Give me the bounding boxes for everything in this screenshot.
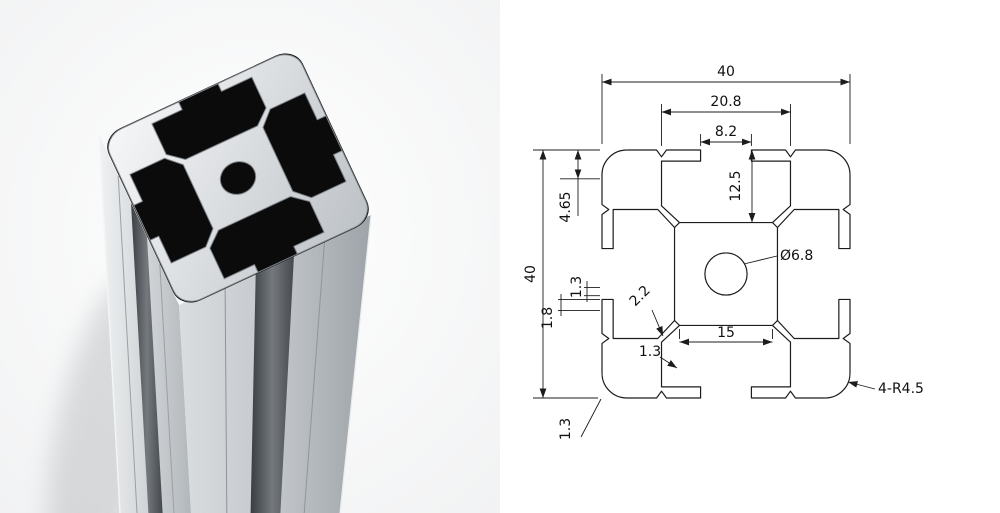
- dim-slot-opening: 8.2: [700, 124, 752, 146]
- dim-top-width-label: 40: [717, 64, 735, 80]
- dim-bottom-wall-label: 1.3: [558, 418, 574, 440]
- extrusion-left-face: [98, 134, 191, 513]
- dim-center-hole-label: Ø6.8: [780, 248, 813, 264]
- dim-lip-band-label: 4.65: [558, 191, 574, 222]
- dim-web-thickness-label: 2.2: [627, 283, 654, 310]
- groove-line: [303, 236, 326, 513]
- dim-wall-a-label: 1.3: [569, 276, 585, 298]
- t-slot-groove: [131, 203, 163, 513]
- dim-slot-depth: 12.5: [728, 150, 770, 223]
- dim-web-thickness: 2.2: [627, 283, 664, 337]
- dim-side-height: 40: [523, 149, 598, 399]
- dim-center-hole: Ø6.8: [743, 248, 813, 265]
- dim-cavity-width: 20.8: [661, 94, 791, 146]
- profile-side-left: [602, 150, 680, 373]
- dim-cavity-floor-label: 15: [717, 325, 735, 341]
- dim-wall-c-label: 1.3: [639, 344, 661, 360]
- dim-slot-depth-label: 12.5: [728, 170, 744, 201]
- dim-bottom-wall: 1.3: [558, 398, 602, 440]
- dim-side-height-label: 40: [523, 265, 539, 283]
- dim-lip-band: 4.65: [558, 149, 600, 223]
- center-bore-circle: [705, 253, 747, 295]
- dim-cavity-width-label: 20.8: [710, 94, 741, 110]
- dim-corner-radius: 4-R4.5: [847, 381, 924, 397]
- cad-drawing: 40 20.8 8.2 12.5 4.65: [523, 64, 924, 440]
- dim-cavity-floor: 15: [679, 325, 773, 346]
- dim-top-width: 40: [601, 64, 851, 144]
- profile-side-bottom: [602, 321, 825, 399]
- dim-slot-opening-label: 8.2: [715, 124, 737, 140]
- metal-face: [102, 48, 374, 308]
- dim-corner-radius-label: 4-R4.5: [878, 381, 924, 397]
- edge-highlight: [339, 214, 372, 513]
- t-slot-groove: [250, 251, 295, 513]
- groove-line: [224, 283, 228, 513]
- profile-side-right: [773, 175, 851, 398]
- groove-line: [159, 264, 175, 513]
- edge-highlight: [98, 134, 121, 513]
- profile-outline: [602, 150, 850, 398]
- extrusion-right-face: [179, 214, 372, 513]
- dim-wall-a: 1.3: [569, 276, 600, 302]
- profile-side-top: [627, 150, 850, 228]
- dim-wall-c: 1.3: [639, 344, 678, 369]
- profile-cross-section-face: [101, 47, 375, 310]
- profile-photo: [0, 0, 500, 513]
- dim-wall-b: 1.8: [540, 294, 600, 329]
- groove-line: [117, 175, 138, 513]
- dim-wall-b-label: 1.8: [540, 307, 556, 329]
